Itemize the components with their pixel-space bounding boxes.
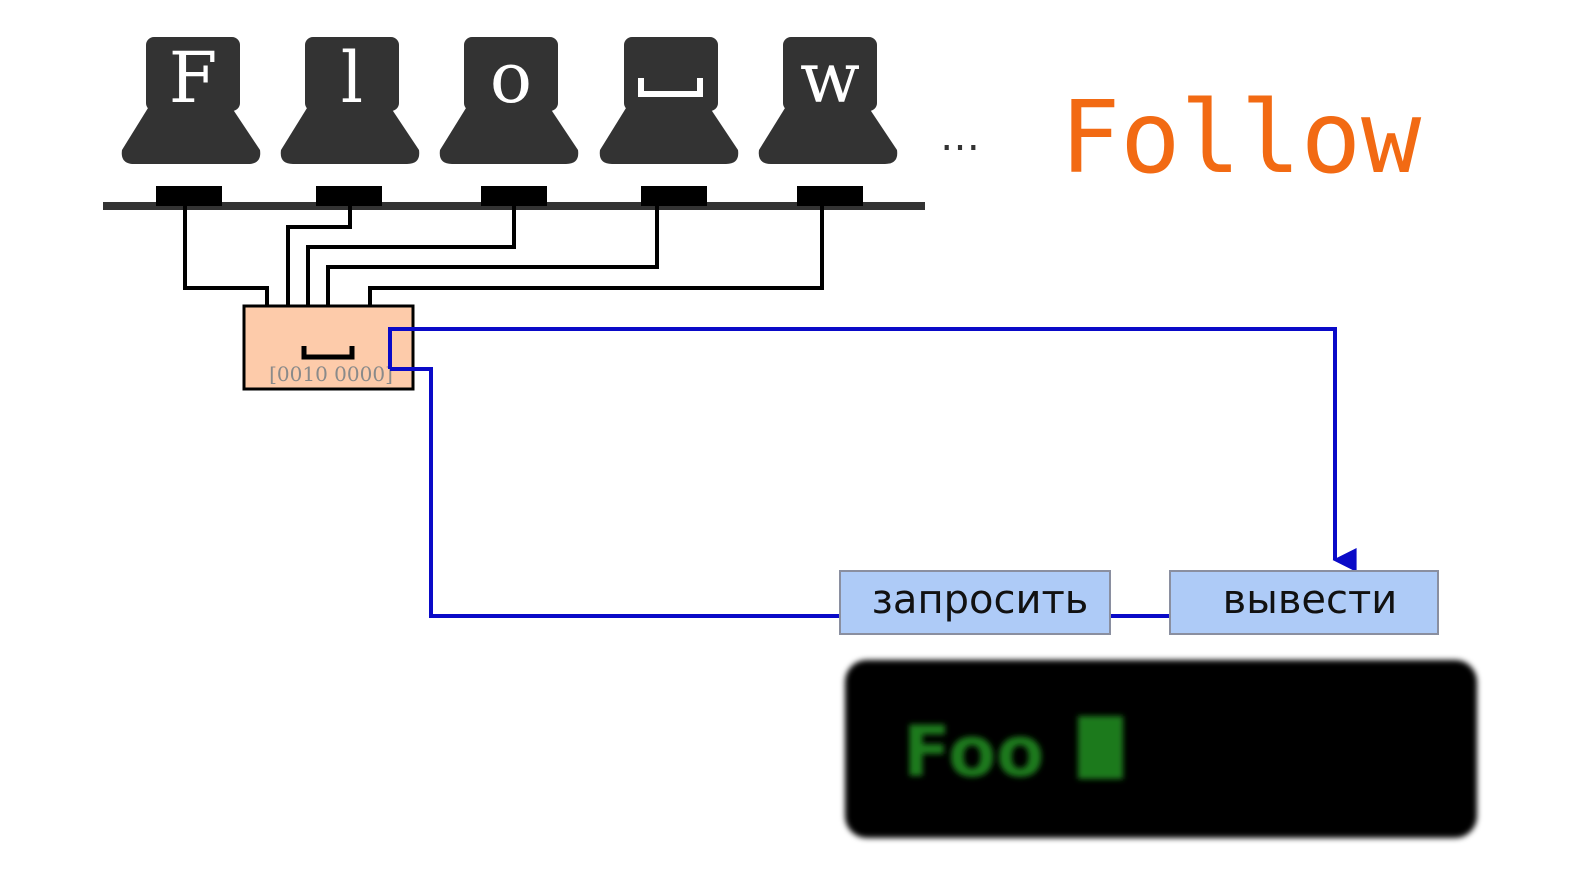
contact [481, 186, 547, 206]
wire-o [306, 206, 516, 306]
key-label: F [169, 37, 218, 119]
terminal-text: Foo [903, 711, 1044, 793]
terminal: Foo [845, 660, 1477, 838]
key-base [758, 108, 898, 164]
space-symbol-icon [638, 78, 703, 97]
key-label: l [341, 37, 363, 119]
keycap [305, 37, 399, 111]
key-label: w [800, 37, 860, 119]
space-symbol-icon [301, 346, 355, 360]
wire-w [368, 206, 824, 306]
terminal-content: Foo [903, 711, 1123, 793]
keycap [624, 37, 718, 111]
terminal-screen [845, 660, 1477, 838]
contact [316, 186, 382, 206]
request-button-bg[interactable] [839, 570, 1111, 635]
key-w: w [758, 37, 898, 164]
key-l: l [280, 37, 420, 164]
keyboard-keys: F l o w [121, 37, 898, 164]
key-contacts [156, 186, 863, 206]
ellipsis: … [940, 114, 980, 160]
request-button[interactable]: запросить [839, 570, 1111, 635]
buffer-code: [0010 0000] [269, 362, 393, 386]
typed-word: Follow [1060, 79, 1422, 196]
request-button-label: запросить [872, 577, 1089, 623]
buffer-box [242, 304, 415, 391]
keycap [464, 37, 558, 111]
keycap [146, 37, 240, 111]
print-button-label: вывести [1223, 577, 1398, 623]
key-f: F [121, 37, 261, 164]
key-o: o [439, 37, 579, 164]
contact [641, 186, 707, 206]
key-label: o [490, 37, 532, 119]
contact [156, 186, 222, 206]
key-base [599, 108, 739, 164]
keycap [783, 37, 877, 111]
key-base [121, 108, 261, 164]
output-wire [388, 327, 1357, 572]
key-buffer: [0010 0000] [242, 304, 415, 391]
request-wire [390, 367, 840, 618]
key-base [280, 108, 420, 164]
wire-space [326, 206, 659, 306]
print-button-bg[interactable] [1169, 570, 1439, 635]
key-space [599, 37, 739, 164]
signal-wires [388, 327, 1357, 618]
wire-l [286, 206, 352, 306]
key-wires [183, 206, 824, 306]
contact [797, 186, 863, 206]
print-button[interactable]: вывести [1169, 570, 1439, 635]
wire-f [183, 206, 269, 306]
cursor-block [1078, 716, 1123, 779]
key-base [439, 108, 579, 164]
